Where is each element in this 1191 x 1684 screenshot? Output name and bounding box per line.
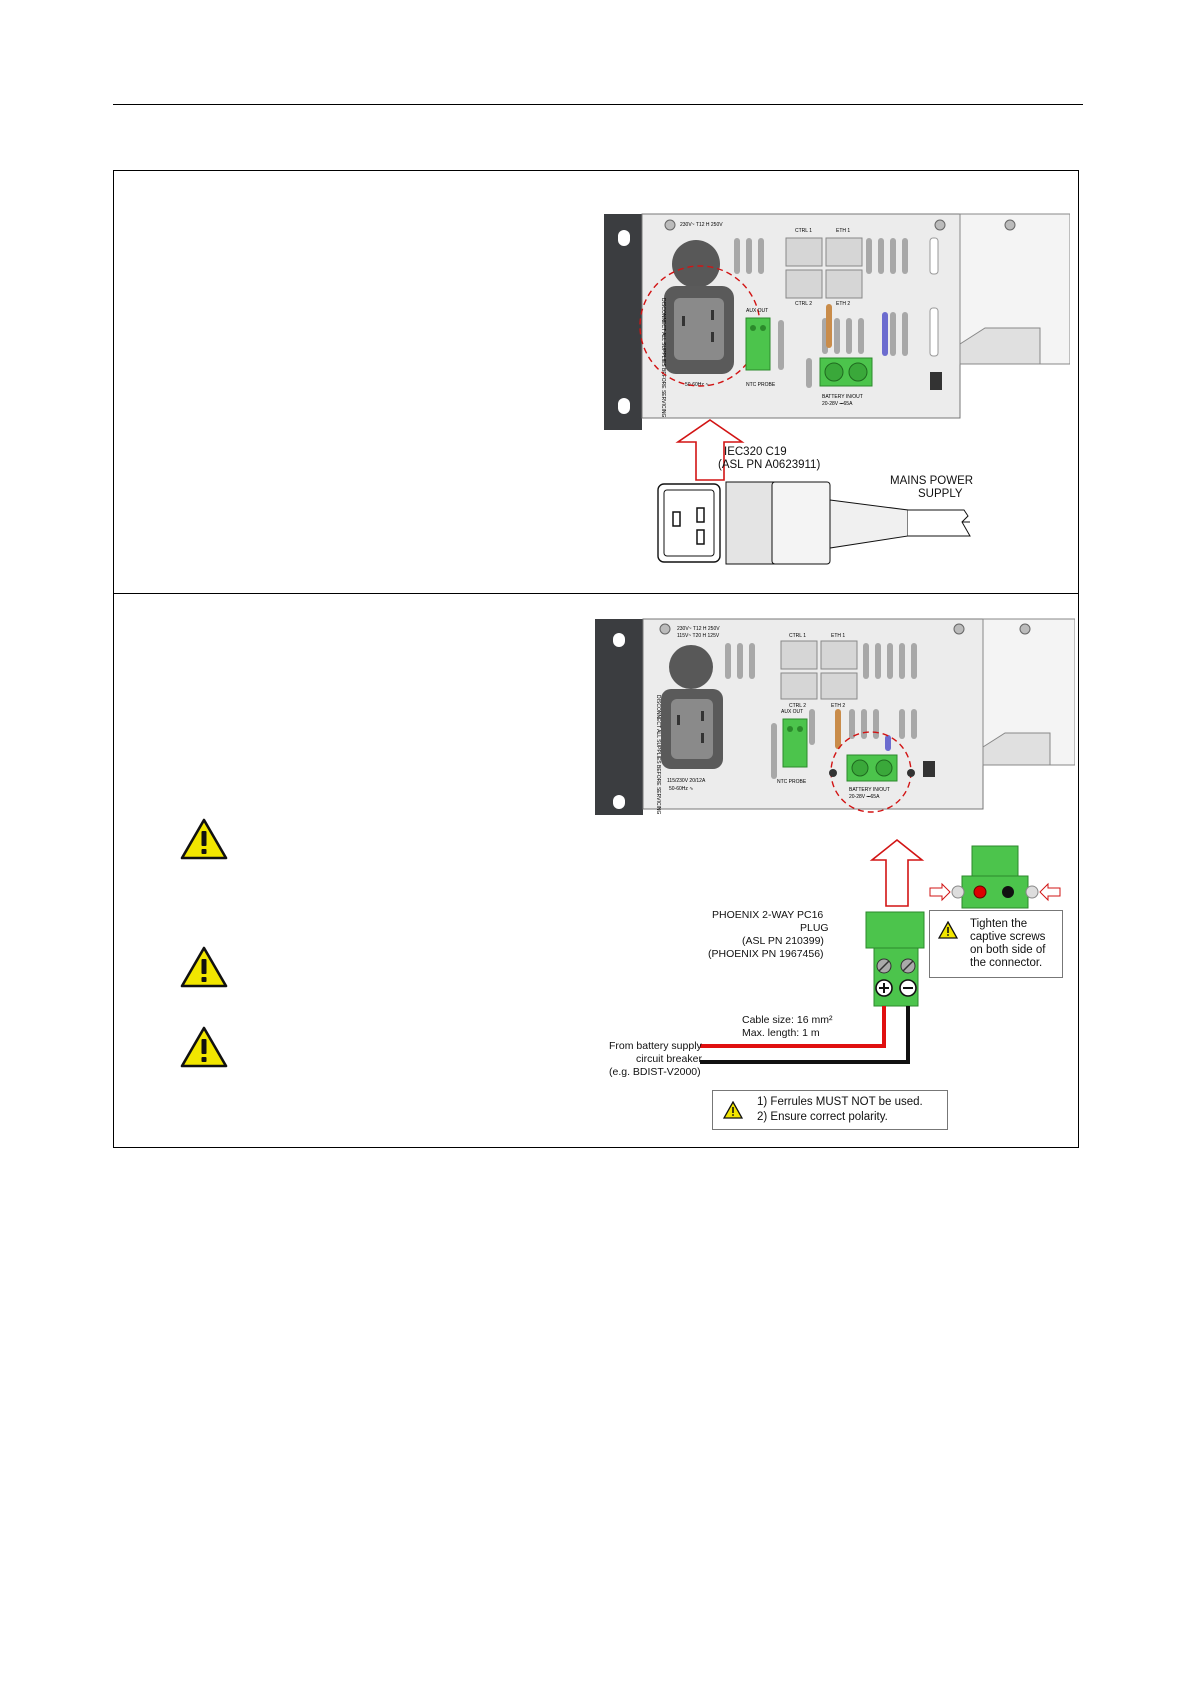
insert-arrow xyxy=(675,419,745,481)
svg-text:20-28V ⎓65A: 20-28V ⎓65A xyxy=(849,794,880,800)
source-line-3: (e.g. BDIST-V2000) xyxy=(609,1066,701,1078)
aux-out-connector xyxy=(745,317,771,371)
aux-out-connector-2 xyxy=(782,718,808,768)
rear-panel-drawing: 230V~ T12 H 250V xyxy=(604,213,1070,565)
cable-length: Max. length: 1 m xyxy=(742,1027,820,1039)
svg-text:AUX OUT: AUX OUT xyxy=(746,308,768,314)
power-switch xyxy=(930,372,942,390)
connector-name: IEC320 C19 xyxy=(724,446,787,458)
svg-text:230V~ T12 H 250V: 230V~ T12 H 250V xyxy=(677,626,720,632)
svg-text:CTRL 2: CTRL 2 xyxy=(795,301,812,307)
iec-plug-face xyxy=(657,483,721,563)
mains-connection-panel: 230V~ T12 H 250V xyxy=(600,208,1070,588)
header-rule xyxy=(113,104,1083,105)
fan-outlet xyxy=(672,240,720,288)
warning-icon xyxy=(938,921,958,939)
mains-label-2: SUPPLY xyxy=(918,488,963,500)
mains-label-1: MAINS POWER xyxy=(890,475,974,487)
svg-text:ETH 2: ETH 2 xyxy=(836,301,850,307)
warning-icon-3 xyxy=(180,1026,228,1068)
rear-panel-drawing-2: 230V~ T12 H 250V 115V~ T20 H 125V xyxy=(595,618,1075,815)
svg-text:ETH 1: ETH 1 xyxy=(831,633,845,639)
svg-text:BATTERY IN/OUT: BATTERY IN/OUT xyxy=(822,394,863,400)
positive-cable xyxy=(700,1006,886,1048)
svg-text:AUX OUT: AUX OUT xyxy=(781,709,803,715)
ferrule-note: 1) Ferrules MUST NOT be used. 2) Ensure … xyxy=(712,1090,948,1130)
svg-text:CTRL 2: CTRL 2 xyxy=(789,703,806,709)
svg-text:DISCONNECT ALL SUPPLIES BEFORE: DISCONNECT ALL SUPPLIES BEFORE SERVICING xyxy=(660,298,666,417)
plug-line-2: PLUG xyxy=(800,922,829,934)
svg-text:NTC PROBE: NTC PROBE xyxy=(777,779,807,785)
svg-text:DISCONNECT ALL SUPPLIES BEFORE: DISCONNECT ALL SUPPLIES BEFORE SERVICING xyxy=(655,695,661,814)
plug-line-1: PHOENIX 2-WAY PC16 xyxy=(712,909,824,921)
cable-size: Cable size: 16 mm² xyxy=(742,1014,833,1026)
power-switch-2 xyxy=(923,761,935,777)
plug-line-3: (ASL PN 210399) xyxy=(742,935,824,947)
insert-arrow-2 xyxy=(869,838,925,907)
figure-divider xyxy=(113,593,1079,594)
svg-text:115/230V 20/12A: 115/230V 20/12A xyxy=(667,778,706,784)
warning-icon xyxy=(723,1101,743,1119)
connector-pn: (ASL PN A0623911) xyxy=(718,459,821,471)
negative-cable xyxy=(700,1006,910,1064)
screw-note: Tighten the captive screws on both side … xyxy=(929,910,1063,978)
battery-connection-panel: 230V~ T12 H 250V 115V~ T20 H 125V xyxy=(595,615,1075,820)
source-line-1: From battery supply xyxy=(609,1040,702,1052)
svg-text:NTC PROBE: NTC PROBE xyxy=(746,382,776,388)
svg-text:ETH 2: ETH 2 xyxy=(831,703,845,709)
battery-plug-drawing xyxy=(700,838,1061,1064)
warning-icon-1 xyxy=(180,818,228,860)
fuse-label: 230V~ T12 H 250V xyxy=(680,222,723,228)
warning-icon-2 xyxy=(180,946,228,988)
power-cord xyxy=(829,499,909,549)
svg-text:115V~ T20 H 125V: 115V~ T20 H 125V xyxy=(677,633,720,639)
plug-line-4: (PHOENIX PN 1967456) xyxy=(708,948,824,960)
svg-text:50-60Hz ∿: 50-60Hz ∿ xyxy=(669,786,693,792)
ethernet-ports xyxy=(785,237,863,299)
svg-text:ETH 1: ETH 1 xyxy=(836,228,850,234)
figure-frame xyxy=(113,170,1079,1148)
rack-ear xyxy=(604,214,642,430)
svg-text:20-28V ⎓65A: 20-28V ⎓65A xyxy=(822,401,853,407)
ethernet-ports-2 xyxy=(780,640,858,700)
source-line-2: circuit breaker xyxy=(636,1053,702,1065)
svg-text:CTRL 1: CTRL 1 xyxy=(795,228,812,234)
plug-side-view xyxy=(929,845,1061,909)
rack-ear-2 xyxy=(595,619,643,815)
svg-text:CTRL 1: CTRL 1 xyxy=(789,633,806,639)
svg-text:BATTERY IN/OUT: BATTERY IN/OUT xyxy=(849,787,890,793)
fan-outlet-2 xyxy=(669,645,713,689)
phoenix-plug xyxy=(865,911,925,949)
svg-text:50-60Hz ∿: 50-60Hz ∿ xyxy=(685,382,709,388)
